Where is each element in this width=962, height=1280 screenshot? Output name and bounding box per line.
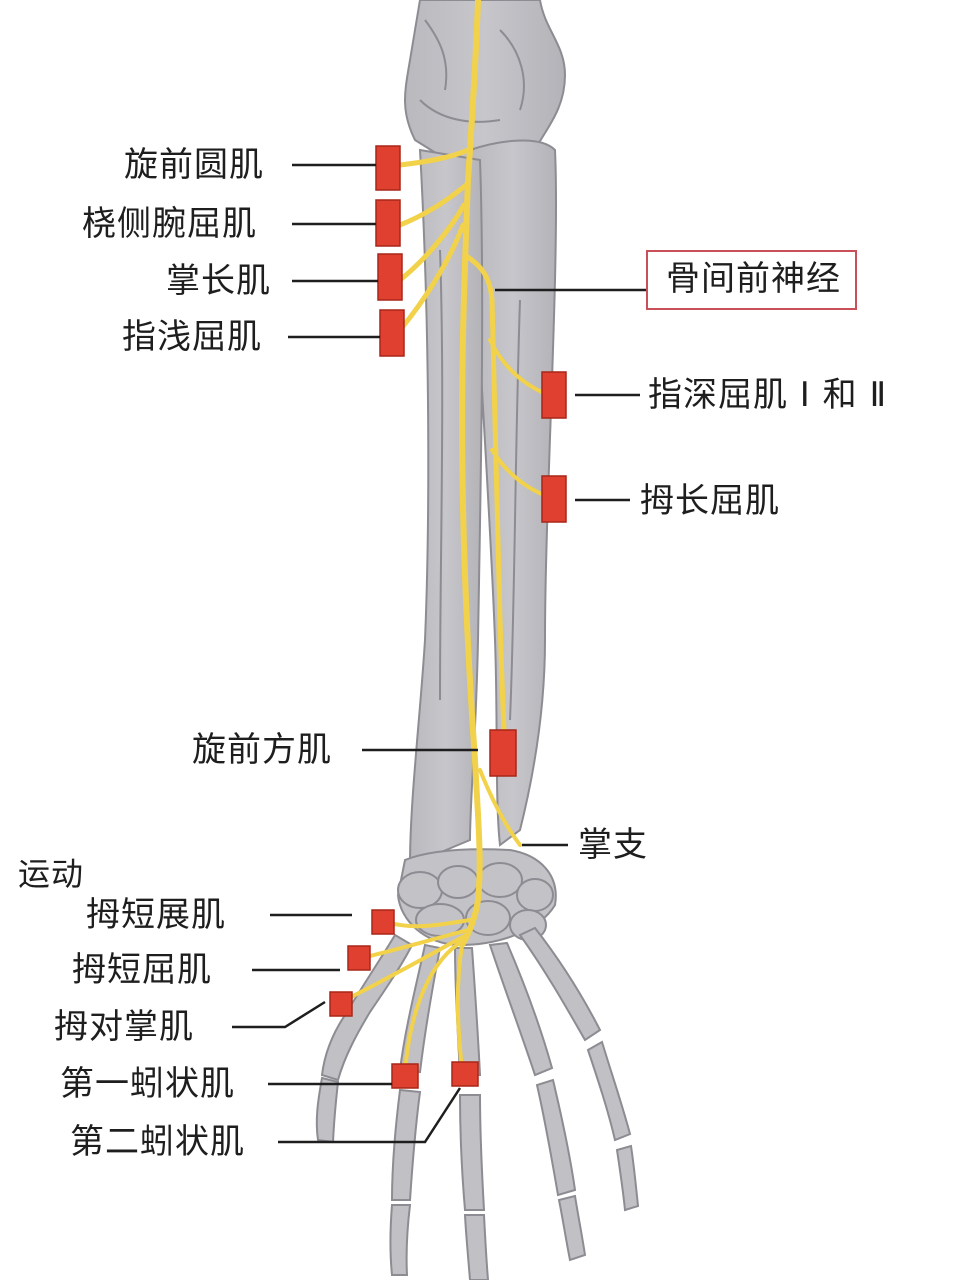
median-nerve	[343, 0, 554, 1074]
label-abductor-pollicis-brevis: 拇短展肌	[86, 895, 226, 935]
marker-fcr	[375, 199, 401, 247]
label-opponens-pollicis: 拇对掌肌	[54, 1007, 194, 1047]
label-palmaris-longus: 掌长肌	[166, 261, 271, 301]
label-first-lumbrical: 第一蚓状肌	[60, 1064, 235, 1104]
marker-apb	[371, 909, 395, 935]
marker-pronator-quadratus	[489, 729, 517, 777]
marker-fdp	[541, 371, 567, 419]
marker-op	[329, 991, 353, 1017]
label-motor: 运动	[18, 855, 85, 893]
label-flexor-digitorum-profundus: 指深屈肌 Ⅰ 和 Ⅱ	[648, 375, 888, 415]
muscle-markers	[329, 145, 567, 1089]
label-pronator-quadratus: 旋前方肌	[192, 730, 332, 770]
marker-lumbrical-1	[391, 1063, 419, 1089]
hand-bones	[315, 926, 640, 1280]
marker-fds	[379, 309, 405, 357]
label-flexor-carpi-radialis: 桡侧腕屈肌	[82, 204, 257, 244]
label-second-lumbrical: 第二蚓状肌	[70, 1122, 245, 1162]
leader-lines	[232, 163, 646, 1144]
label-flexor-digitorum-superficialis: 指浅屈肌	[122, 317, 262, 357]
marker-fpb	[347, 945, 371, 971]
label-anterior-interosseous-nerve: 骨间前神经	[646, 250, 857, 310]
marker-palmaris-longus	[377, 253, 403, 301]
label-flexor-pollicis-brevis: 拇短屈肌	[72, 950, 212, 990]
marker-fpl	[541, 475, 567, 523]
label-pronator-teres: 旋前圆肌	[124, 145, 264, 185]
label-palmar-branch: 掌支	[578, 825, 648, 865]
marker-pronator-teres	[375, 145, 401, 191]
label-flexor-pollicis-longus: 拇长屈肌	[640, 481, 780, 521]
elbow-bones	[404, 0, 567, 177]
marker-lumbrical-2	[451, 1061, 479, 1087]
